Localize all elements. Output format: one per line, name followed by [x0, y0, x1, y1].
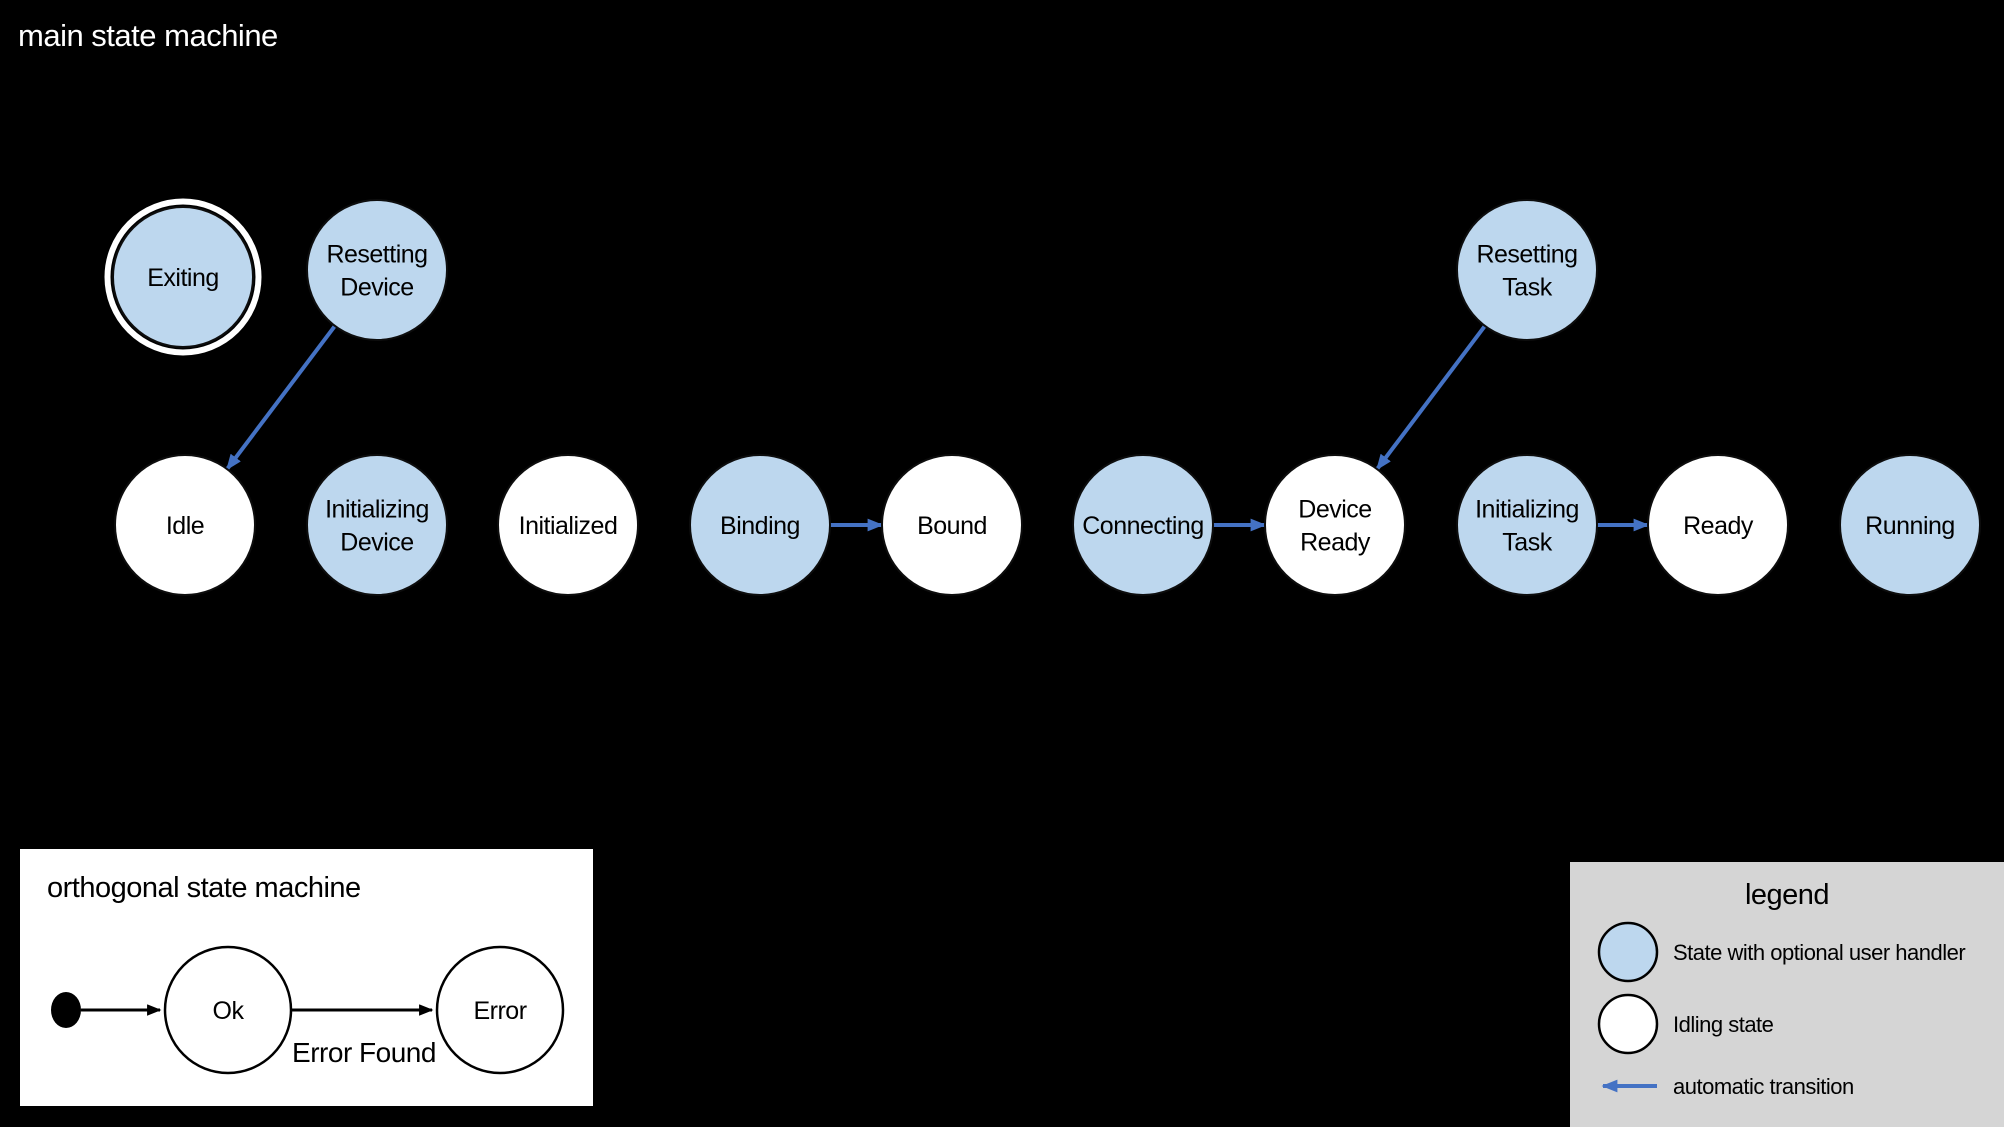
legend-title: legend: [1745, 879, 1829, 911]
state-device-ready: [1264, 454, 1406, 596]
state-initializing-device: [306, 454, 448, 596]
transition-resetting-device-to-idle: [225, 324, 337, 471]
state-bound-label: Bound: [917, 512, 987, 540]
idling-state-circle-swatch: [1597, 993, 1659, 1055]
legend: legend State with optional user handler …: [1570, 862, 2004, 1127]
orthogonal-machine-title: orthogonal state machine: [47, 872, 361, 904]
state-running: [1839, 454, 1981, 596]
state-running-label: Running: [1865, 512, 1955, 540]
state-error-label: Error: [473, 997, 526, 1025]
legend-box: [1570, 862, 2004, 1127]
state-connecting-label: Connecting: [1082, 512, 1203, 540]
state-exiting-label: Exiting: [147, 264, 219, 292]
main-machine-title: main state machine: [18, 18, 278, 53]
state-exiting: [112, 206, 254, 348]
main-machine-transitions: [225, 324, 1650, 532]
legend-handler-state-label: State with optional user handler: [1673, 940, 1965, 965]
state-binding-label: Binding: [720, 512, 800, 540]
initial-state-dot: [51, 992, 81, 1028]
legend-idling-state-label: Idling state: [1673, 1012, 1774, 1037]
handler-state-circle-swatch: [1597, 921, 1659, 983]
state-idle: [114, 454, 256, 596]
state-connecting: [1072, 454, 1214, 596]
state-binding: [689, 454, 831, 596]
state-idle-label: Idle: [166, 512, 204, 540]
legend-automatic-transition-label: automatic transition: [1673, 1074, 1854, 1099]
transition-label-error-found: Error Found: [292, 1037, 436, 1068]
state-error: [435, 945, 565, 1075]
state-bound: [881, 454, 1023, 596]
state-initialized-label: Initialized: [519, 512, 618, 540]
state-initializing-task: [1456, 454, 1598, 596]
transition-resetting-task-to-device-ready: [1375, 324, 1487, 471]
state-ready-label: Ready: [1683, 512, 1754, 540]
state-resetting-task: [1456, 199, 1598, 341]
orthogonal-state-machine: orthogonal state machine Ok Error Found …: [20, 849, 593, 1106]
final-state-ring: [104, 198, 262, 356]
state-resetting-device: [306, 199, 448, 341]
state-initialized: [497, 454, 639, 596]
state-ready: [1647, 454, 1789, 596]
state-ok-label: Ok: [213, 997, 245, 1025]
